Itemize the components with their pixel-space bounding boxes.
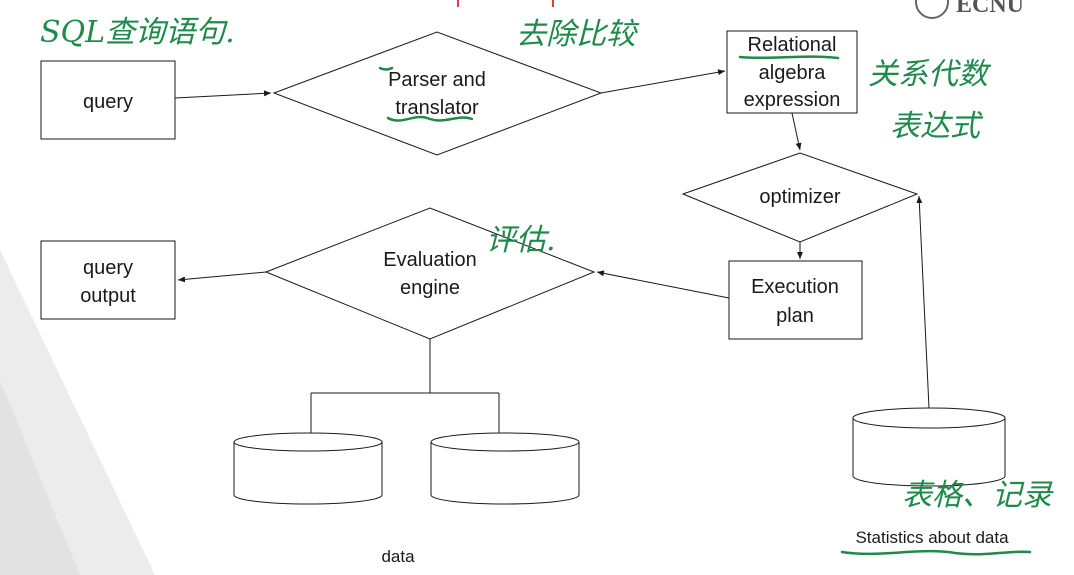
execution-label-line2: plan — [776, 305, 814, 327]
ecnu-logo: ECNU — [915, 0, 1024, 19]
optimizer-node: optimizer — [681, 152, 919, 243]
background-decoration — [0, 250, 155, 575]
relational-label-line3: expression — [744, 89, 841, 111]
query-output-label-line2: output — [80, 285, 136, 307]
underline-statistics — [840, 549, 1032, 556]
evaluation-label-line2: engine — [400, 277, 460, 299]
statistics-cylinder — [852, 407, 1006, 487]
annotation-underlines — [378, 55, 1032, 556]
relational-label-line1: Relational — [748, 34, 837, 56]
relational-label-line2: algebra — [759, 62, 827, 84]
handwritten-annotations: SQL查询语句. 去除比较 关系代数 表达式 评估. 表格、记录 — [40, 15, 1054, 513]
annotation-sql-query: SQL查询语句. — [40, 15, 235, 50]
query-output-node: query output — [40, 240, 176, 320]
execution-label-line1: Execution — [751, 276, 839, 298]
data-label: data — [381, 547, 415, 566]
relational-algebra-node: Relational algebra expression — [726, 30, 858, 114]
underline-parser-hook — [378, 66, 394, 71]
data-cylinder-1 — [233, 432, 383, 505]
arrow-parser-to-relational — [600, 69, 726, 94]
parser-label-line1: Parser and — [388, 69, 486, 91]
evaluation-engine-node: Evaluation engine — [264, 207, 596, 340]
arrow-query-to-parser — [174, 90, 272, 99]
statistics-label: Statistics about data — [855, 528, 1009, 547]
logo-text: ECNU — [956, 0, 1024, 18]
execution-plan-node: Execution plan — [728, 260, 863, 340]
underline-relational — [738, 55, 840, 60]
underline-translator — [386, 115, 474, 122]
optimizer-label: optimizer — [759, 186, 840, 208]
query-output-label-line1: query — [83, 257, 133, 279]
annotation-tables-records: 表格、记录 — [902, 478, 1054, 513]
annotation-relational-algebra-2: 表达式 — [890, 109, 984, 144]
query-label: query — [83, 91, 133, 113]
arrow-execution-to-evaluation — [596, 270, 730, 299]
annotation-syntax-analysis: 去除比较 — [516, 17, 640, 52]
annotation-evaluate: 评估. — [486, 223, 556, 258]
parser-translator-node: Parser and translator — [272, 31, 603, 156]
ecnu-seal-icon — [915, 0, 949, 19]
arrow-evaluation-to-output — [177, 271, 267, 283]
annotation-relational-algebra-1: 关系代数 — [868, 57, 992, 92]
data-cylinder-2 — [430, 432, 580, 505]
evaluation-label-line1: Evaluation — [383, 249, 476, 271]
arrow-statistics-to-optimizer — [916, 195, 930, 409]
connectors — [174, 69, 930, 433]
arrow-relational-to-optimizer — [791, 112, 802, 151]
query-node: query — [40, 60, 176, 140]
parser-label-line2: translator — [395, 97, 479, 119]
title-remnant — [457, 0, 554, 7]
